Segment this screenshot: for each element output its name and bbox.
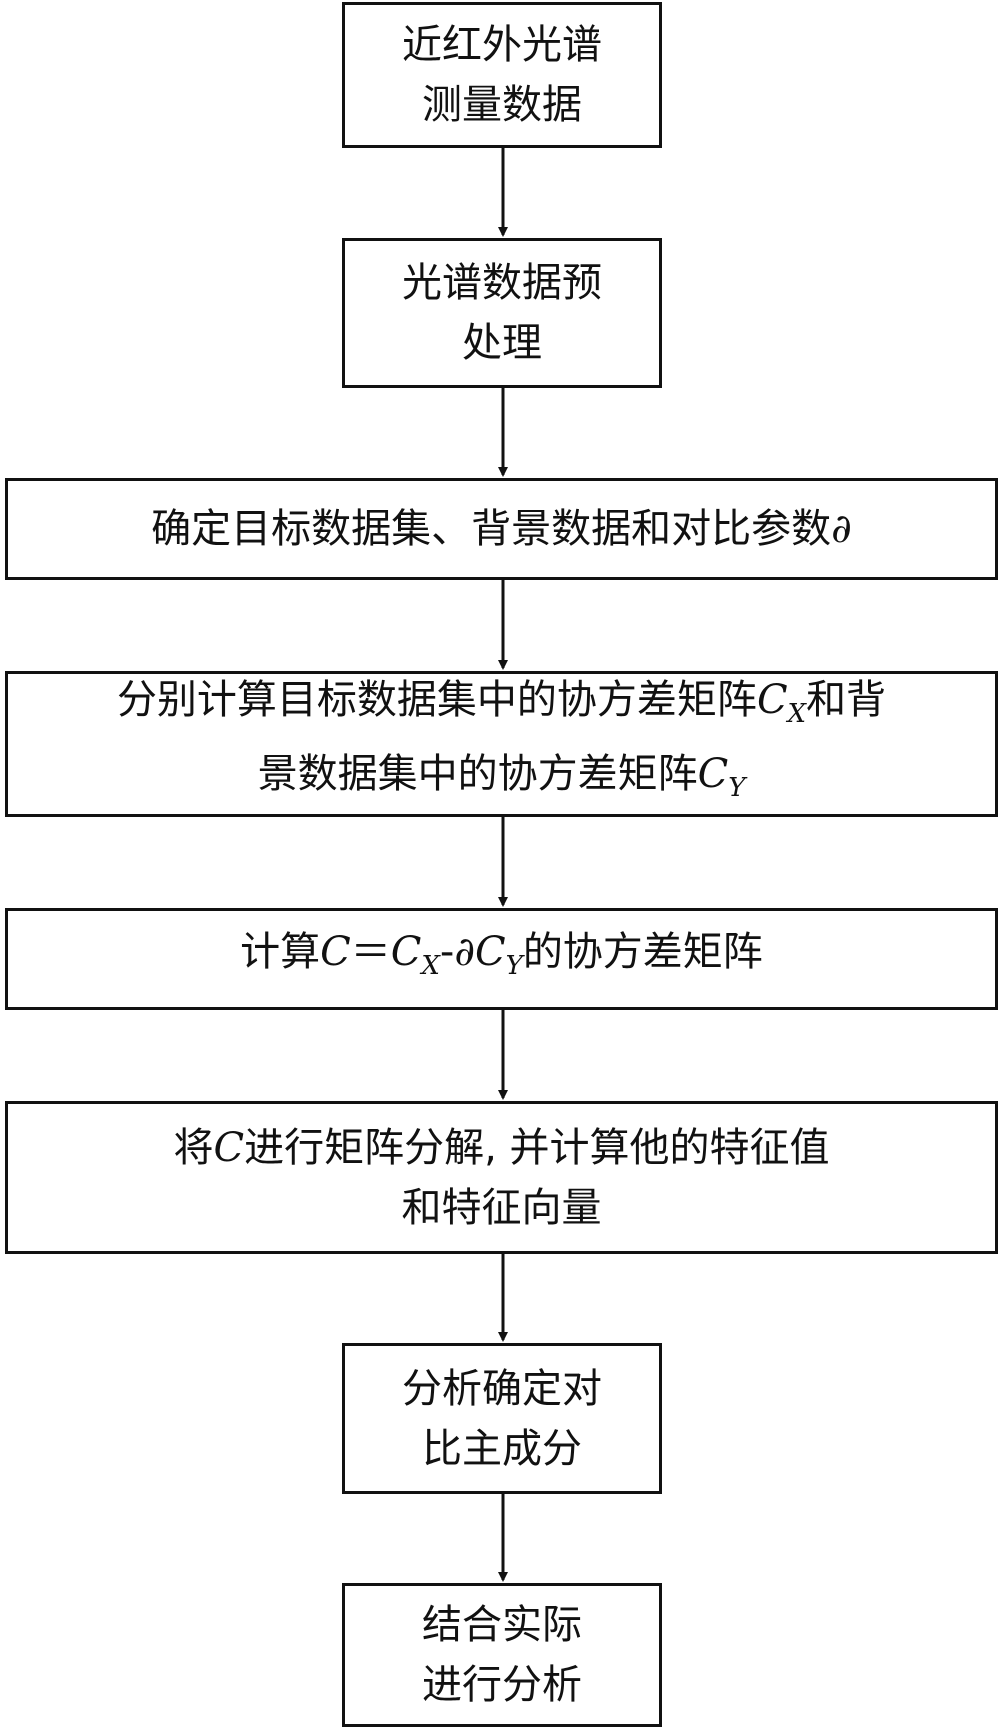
step2-line2: 处理 [462,320,542,366]
step8-line1: 结合实际 [422,1602,582,1648]
step1-line1: 近红外光谱 [402,22,602,68]
step-measure-nir-spectrum: 近红外光谱 测量数据 [342,2,662,148]
subscript-y: Y [728,773,746,803]
step-preprocess: 光谱数据预 处理 [342,238,662,388]
contrast-parameter-symbol: ∂ [831,506,852,552]
subscript-x: X [421,951,440,981]
equals-sign: ＝ [350,929,391,975]
step4-line2: 景数据集中的协方差矩阵CY [258,744,746,818]
step5-pre: 计算 [240,929,321,975]
step1-line2: 测量数据 [422,82,582,128]
step7-line1: 分析确定对 [402,1365,602,1412]
step4-text-c: 景数据集中的协方差矩阵 [257,751,698,797]
step5-post: 的协方差矩阵 [522,929,763,975]
step4-text-a: 分别计算目标数据集中的协方差矩阵 [116,677,757,723]
contrast-parameter-symbol: ∂ [454,929,476,975]
step6-pre: 将 [173,1124,214,1171]
step4-text-b: 和背 [806,677,887,723]
step3-text: 确定目标数据集、背景数据和对比参数 [151,506,832,552]
symbol-c: C [320,929,351,975]
step3-line: 确定目标数据集、背景数据和对比参数∂ [151,499,852,559]
step-determine-principal-components: 分析确定对 比主成分 [342,1343,662,1494]
step-compute-contrast-cov: 计算C＝CX-∂CY的协方差矩阵 [5,908,998,1010]
cov-symbol-cy: C [697,751,729,797]
step-define-datasets: 确定目标数据集、背景数据和对比参数∂ [5,478,998,580]
step-compute-covariances: 分别计算目标数据集中的协方差矩阵CX和背 景数据集中的协方差矩阵CY [5,671,998,817]
cov-symbol-cx: C [756,677,788,723]
step5-line: 计算C＝CX-∂CY的协方差矩阵 [240,922,763,996]
minus-sign: - [439,929,455,975]
subscript-x: X [787,699,807,729]
symbol-cy: C [475,929,506,975]
symbol-c: C [213,1124,245,1171]
step-practical-analysis: 结合实际 进行分析 [342,1583,662,1727]
step8-line2: 进行分析 [422,1662,582,1708]
step6-post: 进行矩阵分解, 并计算他的特征值 [244,1124,830,1171]
step7-line2: 比主成分 [422,1425,582,1472]
subscript-y: Y [505,951,523,981]
step6-line2: 和特征向量 [401,1184,602,1231]
step4-line1: 分别计算目标数据集中的协方差矩阵CX和背 [117,670,886,744]
step-decompose-matrix: 将C进行矩阵分解, 并计算他的特征值 和特征向量 [5,1101,998,1254]
step2-line1: 光谱数据预 [402,260,602,306]
symbol-cx: C [390,929,422,975]
step6-line1: 将C进行矩阵分解, 并计算他的特征值 [173,1118,829,1178]
